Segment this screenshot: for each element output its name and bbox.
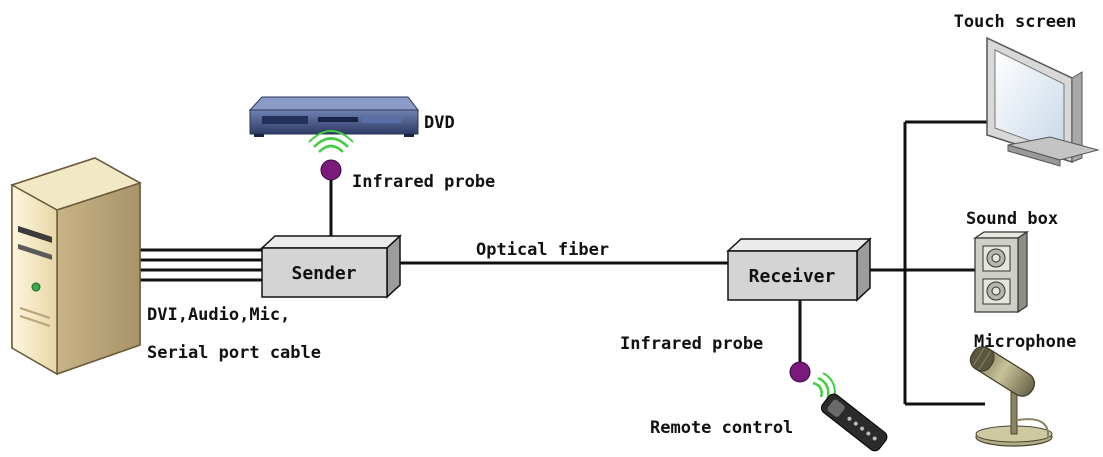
infrared-probe-bottom <box>789 361 836 408</box>
microphone-icon <box>969 346 1053 447</box>
optical-fiber-label: Optical fiber <box>476 240 609 260</box>
connection-lines <box>140 120 1002 406</box>
cable-label-line1: DVI,Audio,Mic, <box>147 305 290 325</box>
infrared-probe-top-label: Infrared probe <box>352 172 495 192</box>
infrared-probe-top <box>308 130 354 181</box>
receiver-box: Receiver <box>726 237 872 302</box>
touch-screen-monitor-icon <box>986 36 1100 167</box>
dvd-label: DVD <box>424 113 455 133</box>
receiver-label: Receiver <box>749 266 836 287</box>
remote-control-label: Remote control <box>650 418 793 438</box>
sender-label: Sender <box>291 263 356 284</box>
cable-label-line2: Serial port cable <box>147 343 321 363</box>
probe-icon <box>320 159 342 181</box>
sender-box: Sender <box>260 234 402 299</box>
infrared-probe-bottom-label: Infrared probe <box>620 334 763 354</box>
sound-box-label: Sound box <box>966 209 1058 229</box>
power-led-icon <box>31 282 41 292</box>
pc-tower <box>10 157 142 376</box>
touch-screen-label: Touch screen <box>954 12 1077 32</box>
signal-wave-icon <box>812 381 823 398</box>
microphone-label: Microphone <box>974 332 1076 352</box>
remote-control-icon <box>820 393 888 452</box>
sound-box-icon <box>973 230 1029 314</box>
probe-icon <box>789 361 811 383</box>
signal-wave-icon <box>318 144 344 153</box>
dvd-player-icon <box>248 96 420 137</box>
